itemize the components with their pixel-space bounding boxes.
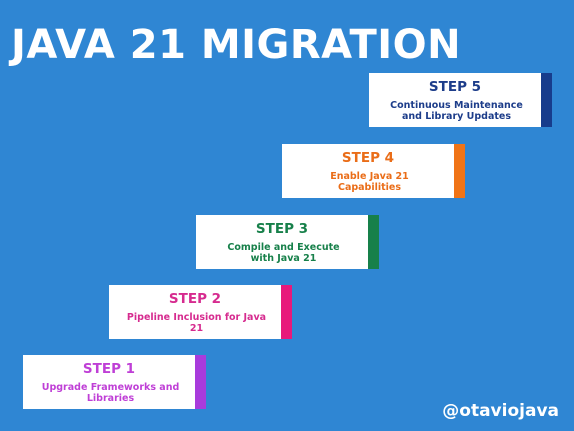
step-5-description: Continuous Maintenance and Library Updat… xyxy=(369,100,552,122)
step-5-card: STEP 5 Continuous Maintenance and Librar… xyxy=(369,73,552,127)
step-3-title: STEP 3 xyxy=(255,221,309,237)
step-2-description: Pipeline Inclusion for Java 21 xyxy=(109,312,292,334)
step-2-card: STEP 2 Pipeline Inclusion for Java 21 xyxy=(109,285,292,339)
step-2-description-line-2: 21 xyxy=(189,323,204,334)
step-1-description-line-2: Libraries xyxy=(86,393,135,404)
step-5-description-line-2: and Library Updates xyxy=(401,111,512,122)
step-4-description-line-1: Enable Java 21 xyxy=(330,171,409,182)
step-1-description: Upgrade Frameworks and Libraries xyxy=(23,382,206,404)
step-1-card: STEP 1 Upgrade Frameworks and Libraries xyxy=(23,355,206,409)
step-1-accent-bar xyxy=(195,355,206,409)
step-5-accent-bar xyxy=(541,73,552,127)
step-5-title: STEP 5 xyxy=(428,79,482,95)
step-3-description-line-2: with Java 21 xyxy=(250,253,317,264)
step-4-description: Enable Java 21 Capabilities xyxy=(282,171,465,193)
step-4-description-line-2: Capabilities xyxy=(337,182,402,193)
step-1-description-line-1: Upgrade Frameworks and xyxy=(41,382,180,393)
step-5-description-line-1: Continuous Maintenance xyxy=(390,100,523,111)
step-3-description-line-1: Compile and Execute xyxy=(227,242,340,253)
step-3-card: STEP 3 Compile and Execute with Java 21 xyxy=(196,215,379,269)
author-handle: @otaviojava xyxy=(442,401,559,421)
step-3-accent-bar xyxy=(368,215,379,269)
step-3-description: Compile and Execute with Java 21 xyxy=(196,242,379,264)
step-4-title: STEP 4 xyxy=(341,150,395,166)
step-4-card: STEP 4 Enable Java 21 Capabilities xyxy=(282,144,465,198)
step-1-title: STEP 1 xyxy=(82,361,136,377)
step-2-description-line-1: Pipeline Inclusion for Java xyxy=(126,312,267,323)
step-2-title: STEP 2 xyxy=(168,291,222,307)
diagram-title: JAVA 21 MIGRATION xyxy=(11,22,462,68)
step-4-accent-bar xyxy=(454,144,465,198)
step-2-accent-bar xyxy=(281,285,292,339)
